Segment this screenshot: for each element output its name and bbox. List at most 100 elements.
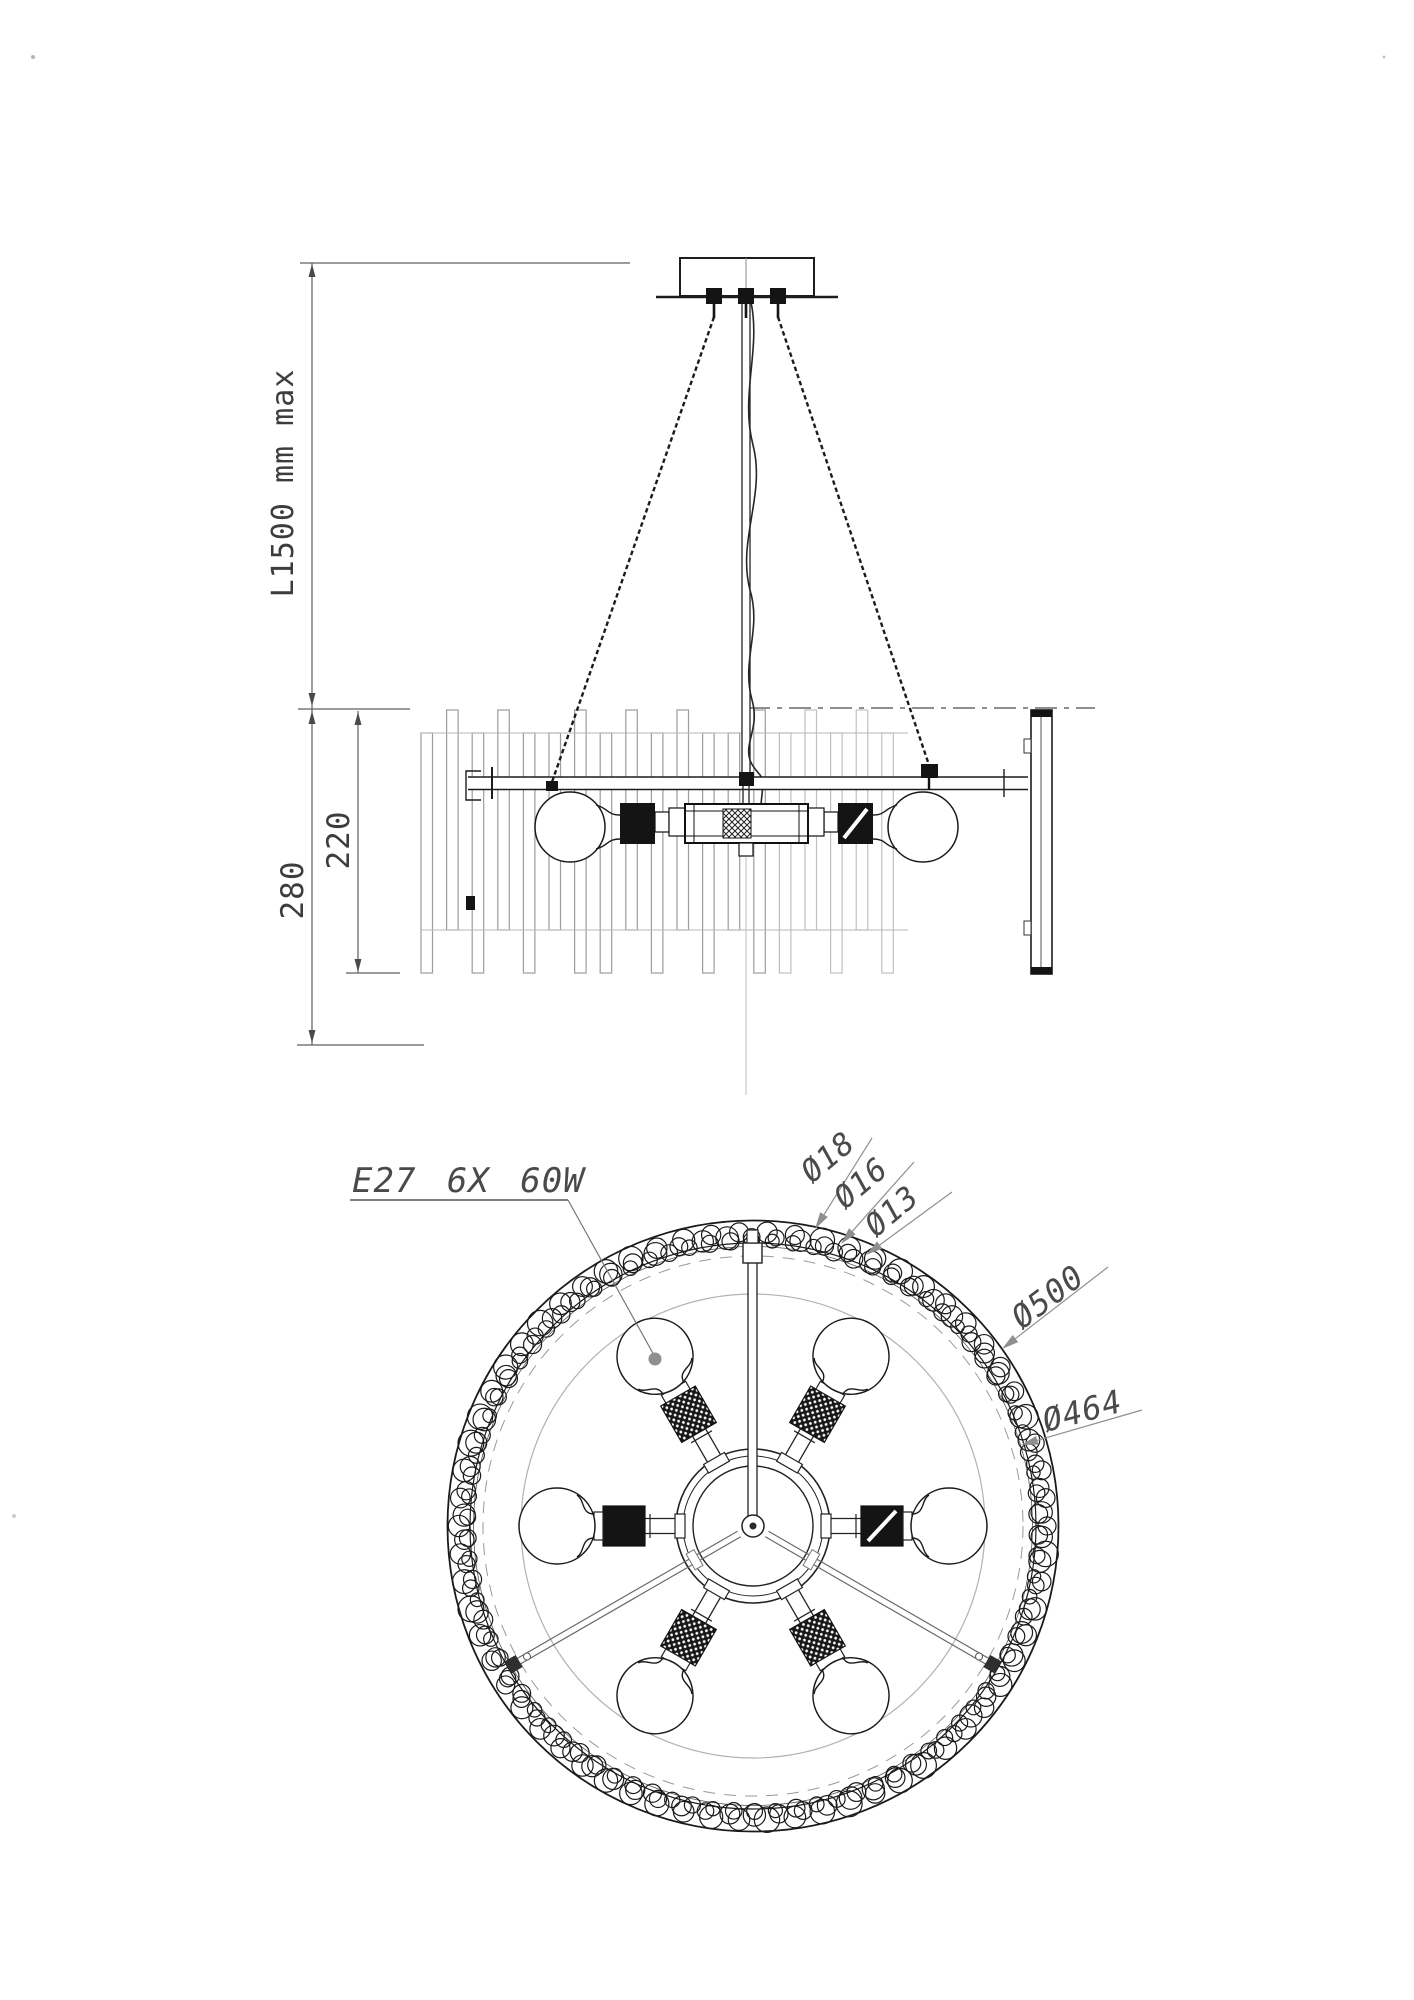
bulb-globe <box>910 1487 988 1565</box>
spoke-rim-clamp <box>983 1654 1002 1674</box>
crystal-bead <box>1031 1571 1052 1592</box>
spoke-end-pin <box>975 1652 984 1661</box>
crystal-bead <box>918 1290 935 1308</box>
crown-slat <box>522 732 536 974</box>
power-cord <box>745 301 764 805</box>
crystal-bead <box>1025 1454 1045 1474</box>
bulb-neck <box>637 1657 664 1664</box>
crystal-bead <box>540 1717 557 1734</box>
canopy-lug <box>706 288 722 318</box>
crystal-bead <box>1030 1525 1054 1549</box>
plan-view: E27 6X 60W Ø18 Ø16 Ø13 Ø500 Ø464 <box>350 1125 1143 1833</box>
crown-slat <box>778 732 792 974</box>
crystal-bead <box>552 1305 571 1324</box>
spoke-hub-tab <box>685 1549 704 1571</box>
crystal-bead <box>998 1385 1015 1403</box>
crystal-bead <box>724 1802 743 1820</box>
bulb-neck <box>681 1669 693 1695</box>
bulb-mount-tab <box>702 1578 731 1601</box>
crown-slat <box>446 709 459 931</box>
crystal-bead <box>511 1352 529 1370</box>
crystal-bead <box>1014 1424 1031 1441</box>
bulb-bracket-tick <box>793 1608 816 1622</box>
crystal-bead <box>959 1704 983 1728</box>
crystal-bead <box>1004 1381 1025 1402</box>
socket-fitting <box>654 811 670 833</box>
crystal-bead <box>458 1529 477 1547</box>
crystal-bead <box>550 1738 571 1759</box>
dim-arrow-head <box>354 712 362 725</box>
leader-dia18-line <box>823 1137 873 1215</box>
crystal-bead <box>786 1798 806 1818</box>
crystal-bead <box>671 1795 692 1817</box>
hub-center-dot <box>749 1522 757 1530</box>
crystal-bead <box>606 1767 623 1784</box>
bulb-socket <box>620 803 655 844</box>
dim-arrow-head <box>308 264 316 277</box>
crystal-bead <box>999 1646 1016 1664</box>
bulb-mount-tab <box>820 1513 832 1539</box>
spoke-line <box>512 1536 742 1669</box>
crown-slat <box>701 732 715 974</box>
bulb-neck <box>842 1657 869 1664</box>
crystal-bead <box>721 1232 740 1251</box>
crystal-bead <box>950 1319 965 1334</box>
crystal-bead <box>965 1699 982 1716</box>
crystal-bead <box>1026 1569 1042 1584</box>
leader-dia500-line <box>1015 1266 1109 1340</box>
crystal-bead <box>644 1791 670 1817</box>
crystal-bead <box>884 1767 906 1789</box>
bulb-bracket-tick <box>793 1430 816 1444</box>
crystal-bead <box>512 1689 531 1709</box>
crystal-bead <box>465 1431 488 1454</box>
crystal-bead <box>510 1696 534 1720</box>
crystal-bead <box>459 1508 477 1526</box>
scan-speck <box>12 1514 16 1518</box>
crystal-bead <box>910 1752 938 1779</box>
crystal-bead <box>1028 1504 1049 1524</box>
crystal-bead <box>526 1702 543 1718</box>
spoke-hub-tab <box>802 1549 821 1571</box>
crystal-bead <box>1001 1385 1020 1404</box>
bulb-plan <box>775 1317 890 1474</box>
crystal-bead <box>838 1243 858 1263</box>
socket-highlight <box>866 1509 898 1543</box>
rim-clamp-cap <box>746 1229 759 1244</box>
crystal-bead <box>975 1686 997 1707</box>
rim-clamp <box>742 1242 763 1264</box>
crystal-bead <box>619 1781 643 1806</box>
suspension-cable-left <box>550 316 716 783</box>
crystal-bead <box>581 1755 604 1778</box>
crystal-bead <box>681 1239 698 1256</box>
leader-dia13-line <box>879 1191 953 1246</box>
bulb-plan <box>775 1578 890 1735</box>
crystal-bead <box>783 1805 807 1829</box>
diameter-leader-arrows <box>815 1137 1143 1445</box>
crystal-bead <box>936 1729 954 1747</box>
crystal-bead <box>1021 1588 1038 1605</box>
dimension-lines-side <box>297 262 630 1046</box>
crystal-bead <box>864 1258 882 1276</box>
slat-clip <box>466 896 475 910</box>
crystal-bead <box>767 1803 784 1819</box>
crystal-bead <box>945 1725 963 1743</box>
crystal-bead <box>449 1487 471 1509</box>
spoke-end-pin <box>522 1652 531 1661</box>
crystal-bead <box>511 1346 529 1364</box>
bulb-globe <box>616 1656 694 1735</box>
crystal-bead <box>767 1229 785 1247</box>
suspension-cable-right <box>776 316 932 769</box>
dim-arrow-head <box>354 959 362 972</box>
crystal-bead <box>705 1801 721 1817</box>
spec-leader-dot <box>648 1352 662 1366</box>
bulb-bracket-tick <box>690 1430 713 1444</box>
crystal-bead <box>529 1717 552 1740</box>
support-spoke <box>764 1530 1002 1674</box>
cable-clamp-right <box>921 764 938 790</box>
crystal-bead <box>462 1466 482 1485</box>
inner-dia-label: Ø464 <box>1038 1382 1126 1440</box>
crystal-bead <box>1026 1465 1041 1480</box>
bulb-globe <box>518 1487 596 1565</box>
crystal-bead <box>587 1755 607 1775</box>
